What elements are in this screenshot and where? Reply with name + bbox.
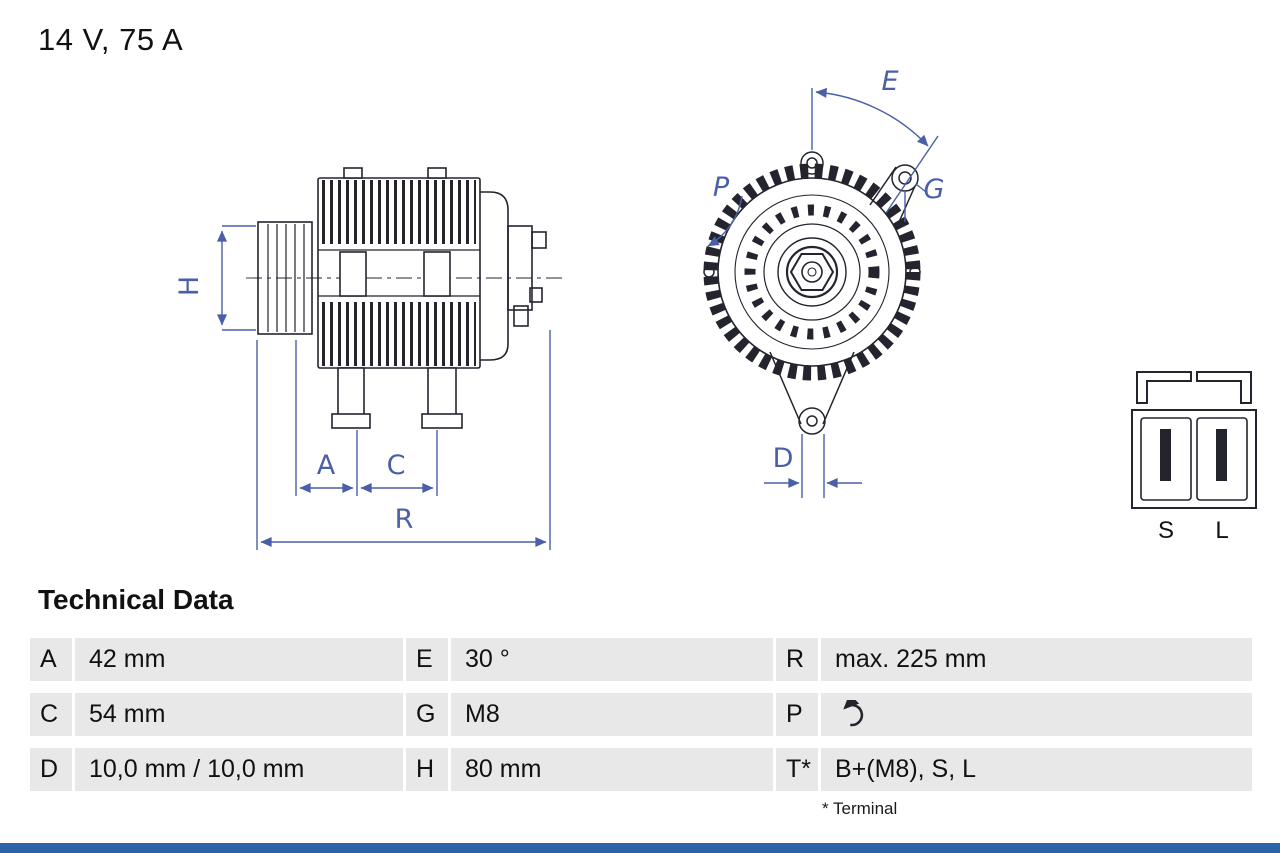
cell-value-p	[821, 693, 1252, 736]
cell-key-t: T*	[776, 748, 818, 791]
technical-data-title: Technical Data	[38, 584, 234, 615]
dimension-label-h: H	[174, 276, 205, 296]
table-row: C 54 mm G M8 P	[30, 693, 1252, 736]
cell-value-t: B+(M8), S, L	[821, 748, 1252, 791]
cell-value-g: M8	[451, 693, 773, 736]
side-view	[246, 167, 562, 429]
front-dimensions	[707, 87, 939, 498]
dimension-label-r: R	[395, 504, 414, 535]
pulley	[257, 221, 313, 335]
dimension-label-c: C	[387, 450, 406, 481]
cell-value-c: 54 mm	[75, 693, 403, 736]
alternator-technical-drawing: H A C R	[174, 66, 1257, 550]
terminal-label-l: L	[1215, 517, 1228, 544]
dimension-label-p: P	[713, 172, 730, 203]
leader-g	[904, 183, 927, 222]
rear-housing	[480, 191, 547, 361]
mounting-feet	[331, 367, 463, 429]
dimension-h	[216, 225, 256, 331]
connector-tab-left	[1136, 371, 1192, 404]
connector-view	[1131, 371, 1257, 509]
shaft-nut	[789, 253, 835, 291]
dimension-d	[764, 434, 862, 498]
page-title: 14 V, 75 A	[38, 22, 184, 57]
dimension-label-e: E	[881, 66, 898, 97]
terminal-label-s: S	[1158, 517, 1174, 544]
mounting-lugs	[703, 151, 921, 435]
cell-value-e: 30 °	[451, 638, 773, 681]
cell-key-e: E	[406, 638, 448, 681]
dimension-e	[811, 87, 939, 214]
cell-key-r: R	[776, 638, 818, 681]
dimension-a-c	[295, 340, 438, 496]
connector-tab-right	[1196, 371, 1252, 404]
cell-value-r: max. 225 mm	[821, 638, 1252, 681]
front-view	[703, 151, 921, 435]
cell-key-a: A	[30, 638, 72, 681]
front-fin-ring	[703, 163, 921, 381]
cell-key-h: H	[406, 748, 448, 791]
cell-key-p: P	[776, 693, 818, 736]
technical-data-table: A 42 mm E 30 ° R max. 225 mm C 54 mm G M…	[30, 638, 1252, 803]
footer-accent-bar	[0, 843, 1280, 853]
cell-key-c: C	[30, 693, 72, 736]
rotation-direction-icon	[843, 699, 864, 726]
terminal-s-pin	[1160, 429, 1171, 481]
terminal-footnote: * Terminal	[822, 799, 898, 818]
terminal-l-pin	[1216, 429, 1227, 481]
dimension-label-a: A	[317, 450, 336, 481]
table-row: A 42 mm E 30 ° R max. 225 mm	[30, 638, 1252, 681]
connector-body	[1131, 409, 1257, 509]
cell-value-h: 80 mm	[451, 748, 773, 791]
cell-key-d: D	[30, 748, 72, 791]
table-row: D 10,0 mm / 10,0 mm H 80 mm T* B+(M8), S…	[30, 748, 1252, 791]
dimension-label-g: G	[924, 174, 945, 205]
rotation-arrow-p	[707, 195, 743, 247]
cell-value-a: 42 mm	[75, 638, 403, 681]
dimension-label-d: D	[773, 443, 794, 474]
cell-key-g: G	[406, 693, 448, 736]
housing-body	[317, 167, 481, 369]
cell-value-d: 10,0 mm / 10,0 mm	[75, 748, 403, 791]
dimension-r	[256, 330, 551, 550]
side-dimensions	[216, 225, 551, 550]
